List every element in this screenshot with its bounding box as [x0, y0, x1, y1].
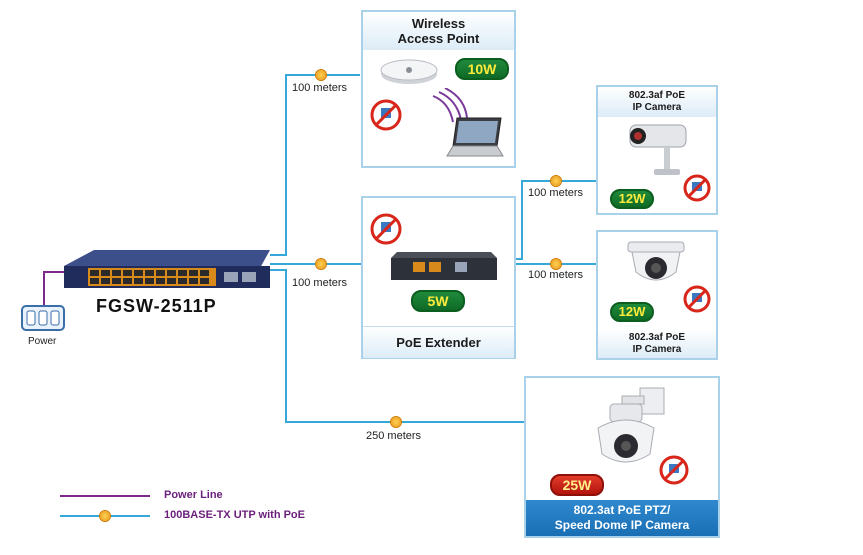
legend-poe-dot [100, 511, 110, 521]
access-point-icon [380, 59, 438, 84]
laptop-icon [446, 117, 504, 157]
poe-extender-title: PoE Extender [363, 326, 514, 358]
wireless-ap-panel: Wireless Access Point 10W [361, 10, 516, 168]
wireless-ap-watt-badge: 10W [455, 58, 509, 80]
poe-dot-ptz [391, 417, 401, 427]
distance-to-extender: 100 meters [292, 277, 348, 289]
power-line [43, 271, 66, 305]
switch-model-label: FGSW-2511P [96, 296, 217, 316]
no-power-icon [683, 174, 711, 202]
poe-extender-icon [391, 252, 497, 280]
legend-power-line-label: Power Line [164, 489, 223, 501]
dome-camera-icon [627, 241, 685, 281]
ip-camera-bottom-title: 802.3af PoE IP Camera [598, 330, 716, 358]
distance-to-camera-top: 100 meters [528, 187, 584, 199]
no-power-icon [659, 455, 689, 485]
distance-to-ap: 100 meters [292, 82, 348, 94]
ip-camera-top-watt-badge: 12W [610, 189, 654, 209]
poe-dot-camera-bottom [551, 259, 561, 269]
poe-dot-ap [316, 70, 326, 80]
poe-extender-panel: 5W PoE Extender [361, 196, 516, 359]
poe-dot-camera-top [551, 176, 561, 186]
poe-switch [64, 246, 270, 290]
distance-to-ptz: 250 meters [366, 430, 422, 442]
cable-to-ptz [270, 269, 525, 423]
ip-camera-top-title: 802.3af PoE IP Camera [598, 87, 716, 117]
poe-extender-watt-badge: 5W [411, 290, 465, 312]
legend-utp-poe-label: 100BASE-TX UTP with PoE [164, 509, 305, 521]
wireless-ap-title: Wireless Access Point [363, 12, 514, 50]
distance-to-camera-bottom: 100 meters [528, 269, 584, 281]
cable-to-ap [270, 74, 360, 256]
power-outlet-icon [21, 305, 65, 331]
ip-camera-top-panel: 802.3af PoE IP Camera 12W [596, 85, 718, 215]
switch-icon [64, 250, 270, 288]
poe-dot-extender [316, 259, 326, 269]
ip-camera-bottom-watt-badge: 12W [610, 302, 654, 322]
power-label: Power [28, 336, 57, 347]
no-power-icon [370, 99, 402, 131]
bullet-camera-icon [629, 124, 687, 175]
ptz-dome-camera-icon [597, 387, 665, 463]
ptz-camera-title: 802.3at PoE PTZ/ Speed Dome IP Camera [526, 500, 718, 536]
no-power-icon [370, 213, 402, 245]
ptz-camera-panel: 25W 802.3at PoE PTZ/ Speed Dome IP Camer… [524, 376, 720, 538]
no-power-icon [683, 285, 711, 313]
ptz-camera-watt-badge: 25W [550, 474, 604, 496]
ip-camera-bottom-panel: 12W 802.3af PoE IP Camera [596, 230, 718, 360]
wireless-signal-icon [432, 88, 468, 123]
